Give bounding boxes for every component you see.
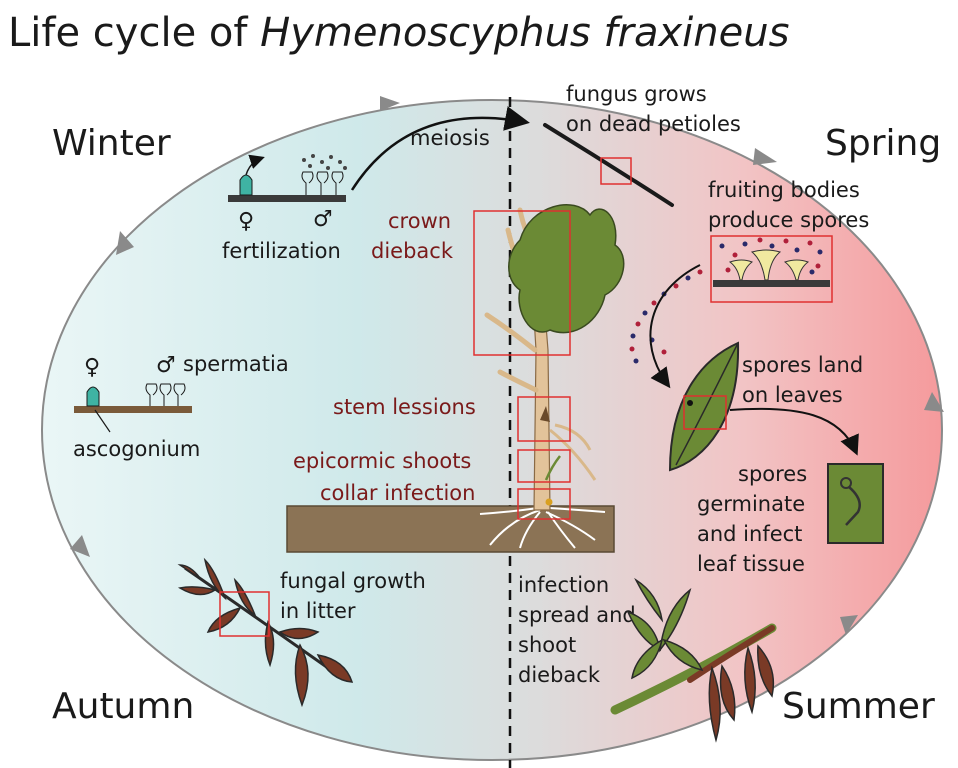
- dead-petiole: [543, 123, 674, 207]
- label-fungus-grows-2: on dead petioles: [566, 112, 741, 136]
- arrowhead-top: [380, 96, 400, 111]
- spore-dispersal-arrow: [649, 264, 701, 389]
- label-fruiting-2: produce spores: [708, 208, 869, 232]
- apothecium-2: [750, 249, 782, 281]
- apothecium-3: [783, 259, 810, 281]
- season-summer: Summer: [782, 686, 935, 727]
- infected-leaf: [668, 341, 740, 472]
- fertilization-illustration: [228, 154, 347, 202]
- label-crown-1: crown: [388, 209, 451, 233]
- arrowhead-bottom-right: [840, 615, 858, 635]
- label-spermatia: spermatia: [183, 352, 289, 376]
- title-species: Hymenoscyphus fraxineus: [260, 10, 789, 56]
- symbol-female-fertilization: ♀: [238, 209, 254, 234]
- label-ascogonium: ascogonium: [73, 437, 200, 461]
- soil-layer: [286, 505, 615, 553]
- label-infection-2: spread and: [518, 603, 636, 627]
- leaf-zoom-box: [683, 395, 727, 430]
- label-meiosis: meiosis: [410, 126, 490, 150]
- label-infection-4: dieback: [518, 663, 601, 687]
- label-germinate-4: leaf tissue: [697, 552, 805, 576]
- symbol-male-spermatia: ♂: [156, 353, 176, 378]
- label-litter-2: in litter: [280, 599, 356, 623]
- label-germinate-2: germinate: [697, 492, 805, 516]
- arrowhead-right: [924, 392, 944, 412]
- arrowhead-top-right: [753, 148, 777, 165]
- label-fungus-grows-1: fungus grows: [566, 82, 707, 106]
- fruiting-box: [710, 235, 833, 303]
- leaf-tissue-panel: [827, 463, 884, 544]
- label-epicormic: epicormic shoots: [293, 449, 471, 473]
- label-litter-1: fungal growth: [280, 569, 426, 593]
- arrowhead-left: [116, 231, 134, 255]
- fruiting-bodies-illustration: [710, 235, 833, 303]
- epicormic-box: [517, 449, 571, 483]
- label-collar: collar infection: [320, 481, 475, 505]
- crown-box: [473, 210, 571, 356]
- stem-box: [517, 396, 571, 442]
- litter-branch: [177, 557, 354, 708]
- season-winter: Winter: [52, 123, 171, 164]
- litter-zoom-box: [219, 591, 270, 637]
- season-spring: Spring: [825, 123, 941, 164]
- apothecium-1: [728, 259, 754, 281]
- label-fruiting-1: fruiting bodies: [708, 178, 860, 202]
- cycle-arrowheads: [70, 96, 944, 635]
- ash-tree: [286, 204, 625, 553]
- spores-cloud: [719, 237, 823, 275]
- label-germinate-3: and infect: [697, 522, 802, 546]
- season-cycle-ellipse: [41, 99, 943, 761]
- fruiting-substrate: [713, 280, 830, 287]
- page-title: Life cycle of Hymenoscyphus fraxineus: [8, 10, 789, 56]
- arrowhead-bottom-left: [70, 535, 90, 557]
- collar-box: [517, 488, 571, 520]
- label-spores-land-1: spores land: [742, 353, 863, 377]
- symbol-female-ascogonium: ♀: [84, 355, 100, 380]
- spermatia-illustration: [74, 383, 192, 433]
- label-infection-1: infection: [518, 573, 609, 597]
- label-crown-2: dieback: [371, 239, 454, 263]
- symbol-male-fertilization: ♂: [313, 207, 333, 232]
- petiole-zoom-box: [600, 157, 632, 185]
- season-autumn: Autumn: [52, 686, 194, 727]
- label-infection-3: shoot: [518, 633, 576, 657]
- label-fertilization: fertilization: [222, 239, 341, 263]
- summer-shoot: [610, 577, 777, 743]
- label-stem-lessions: stem lessions: [333, 395, 476, 419]
- title-prefix: Life cycle of: [8, 10, 260, 56]
- meiosis-arrow: [350, 106, 530, 191]
- label-germinate-1: spores: [738, 462, 807, 486]
- label-spores-land-2: on leaves: [742, 383, 843, 407]
- leaf-infection-arrow: [729, 407, 859, 456]
